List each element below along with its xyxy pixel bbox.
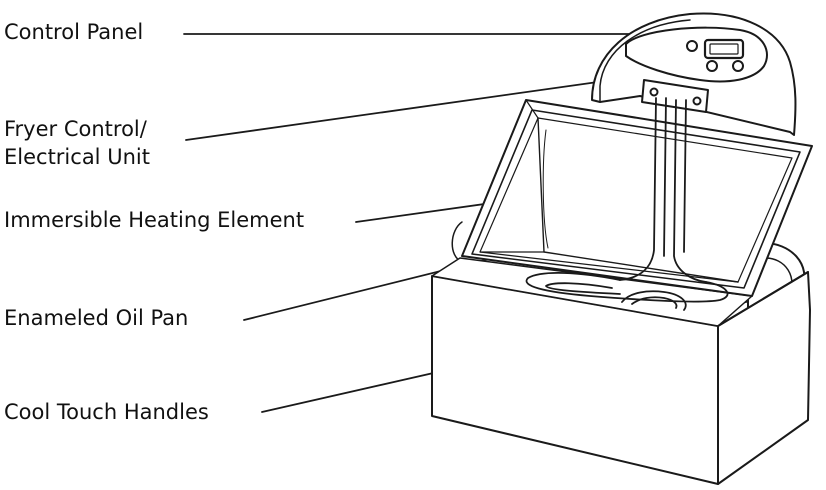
display-screen bbox=[703, 38, 745, 60]
leader-fryer-control bbox=[185, 79, 613, 141]
control-unit bbox=[591, 12, 797, 136]
enameled-oil-pan bbox=[461, 99, 813, 297]
control-button-bottom-right bbox=[732, 60, 744, 72]
heating-element bbox=[525, 97, 729, 311]
control-button-left bbox=[686, 40, 698, 52]
label-control-panel: Control Panel bbox=[4, 20, 144, 44]
label-fryer-control-line2: Electrical Unit bbox=[4, 145, 150, 169]
outer-housing bbox=[431, 257, 811, 485]
control-button-bottom-left bbox=[706, 60, 718, 72]
label-fryer-control-line1: Fryer Control/ bbox=[4, 117, 147, 141]
connector-bracket bbox=[641, 79, 709, 113]
label-heating-element: Immersible Heating Element bbox=[4, 208, 305, 232]
label-handles: Cool Touch Handles bbox=[4, 400, 209, 424]
label-oil-pan: Enameled Oil Pan bbox=[4, 306, 189, 330]
